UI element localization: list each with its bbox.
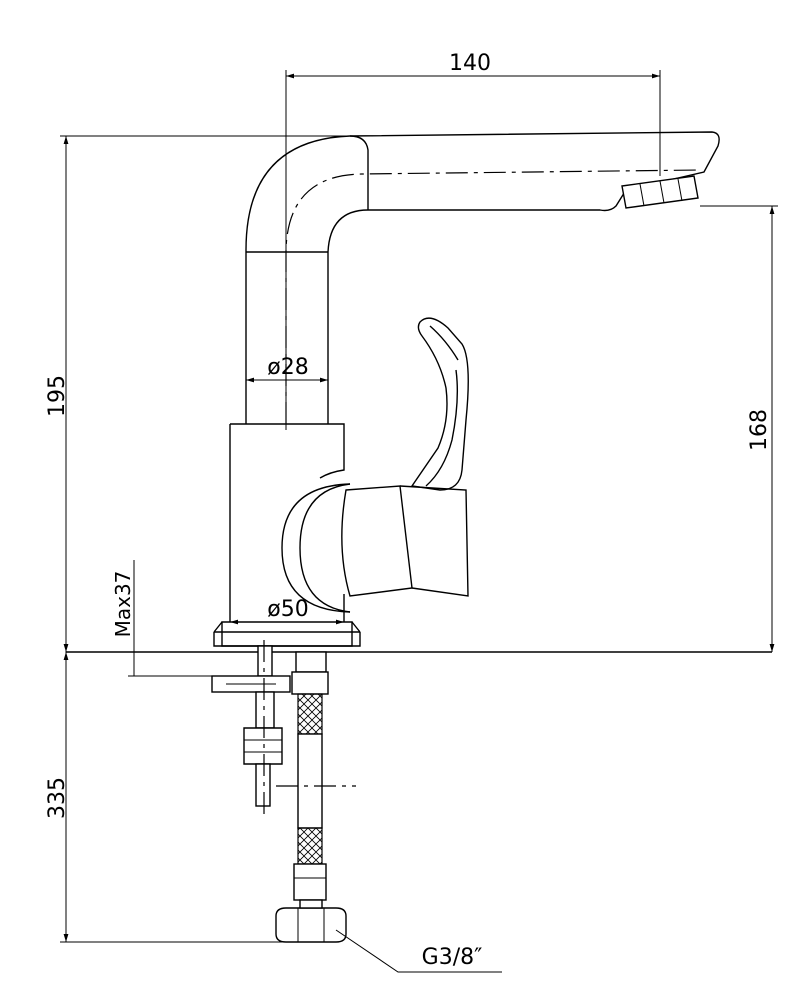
dim-total-height bbox=[60, 135, 356, 652]
dim-label-hose-length: 335 bbox=[45, 777, 70, 819]
dim-label-spout-diameter: ø28 bbox=[267, 355, 308, 380]
dim-label-spout-reach: 140 bbox=[449, 51, 491, 76]
supply-hose bbox=[275, 651, 347, 943]
dim-spout-reach bbox=[285, 70, 661, 430]
dim-max-thickness bbox=[128, 560, 212, 677]
dim-label-total-height: 195 bbox=[45, 375, 70, 417]
mounting-stud bbox=[211, 645, 291, 807]
dim-label-thread: G3/8″ bbox=[422, 945, 483, 970]
thread-leader-line bbox=[335, 929, 502, 973]
dim-label-max-thickness: Max37 bbox=[111, 571, 135, 638]
dim-label-spout-height: 168 bbox=[747, 409, 772, 451]
dim-spout-height bbox=[700, 205, 778, 652]
faucet-body bbox=[213, 131, 720, 647]
dim-label-base-diameter: ø50 bbox=[267, 597, 308, 622]
dim-hose-length bbox=[60, 652, 290, 943]
